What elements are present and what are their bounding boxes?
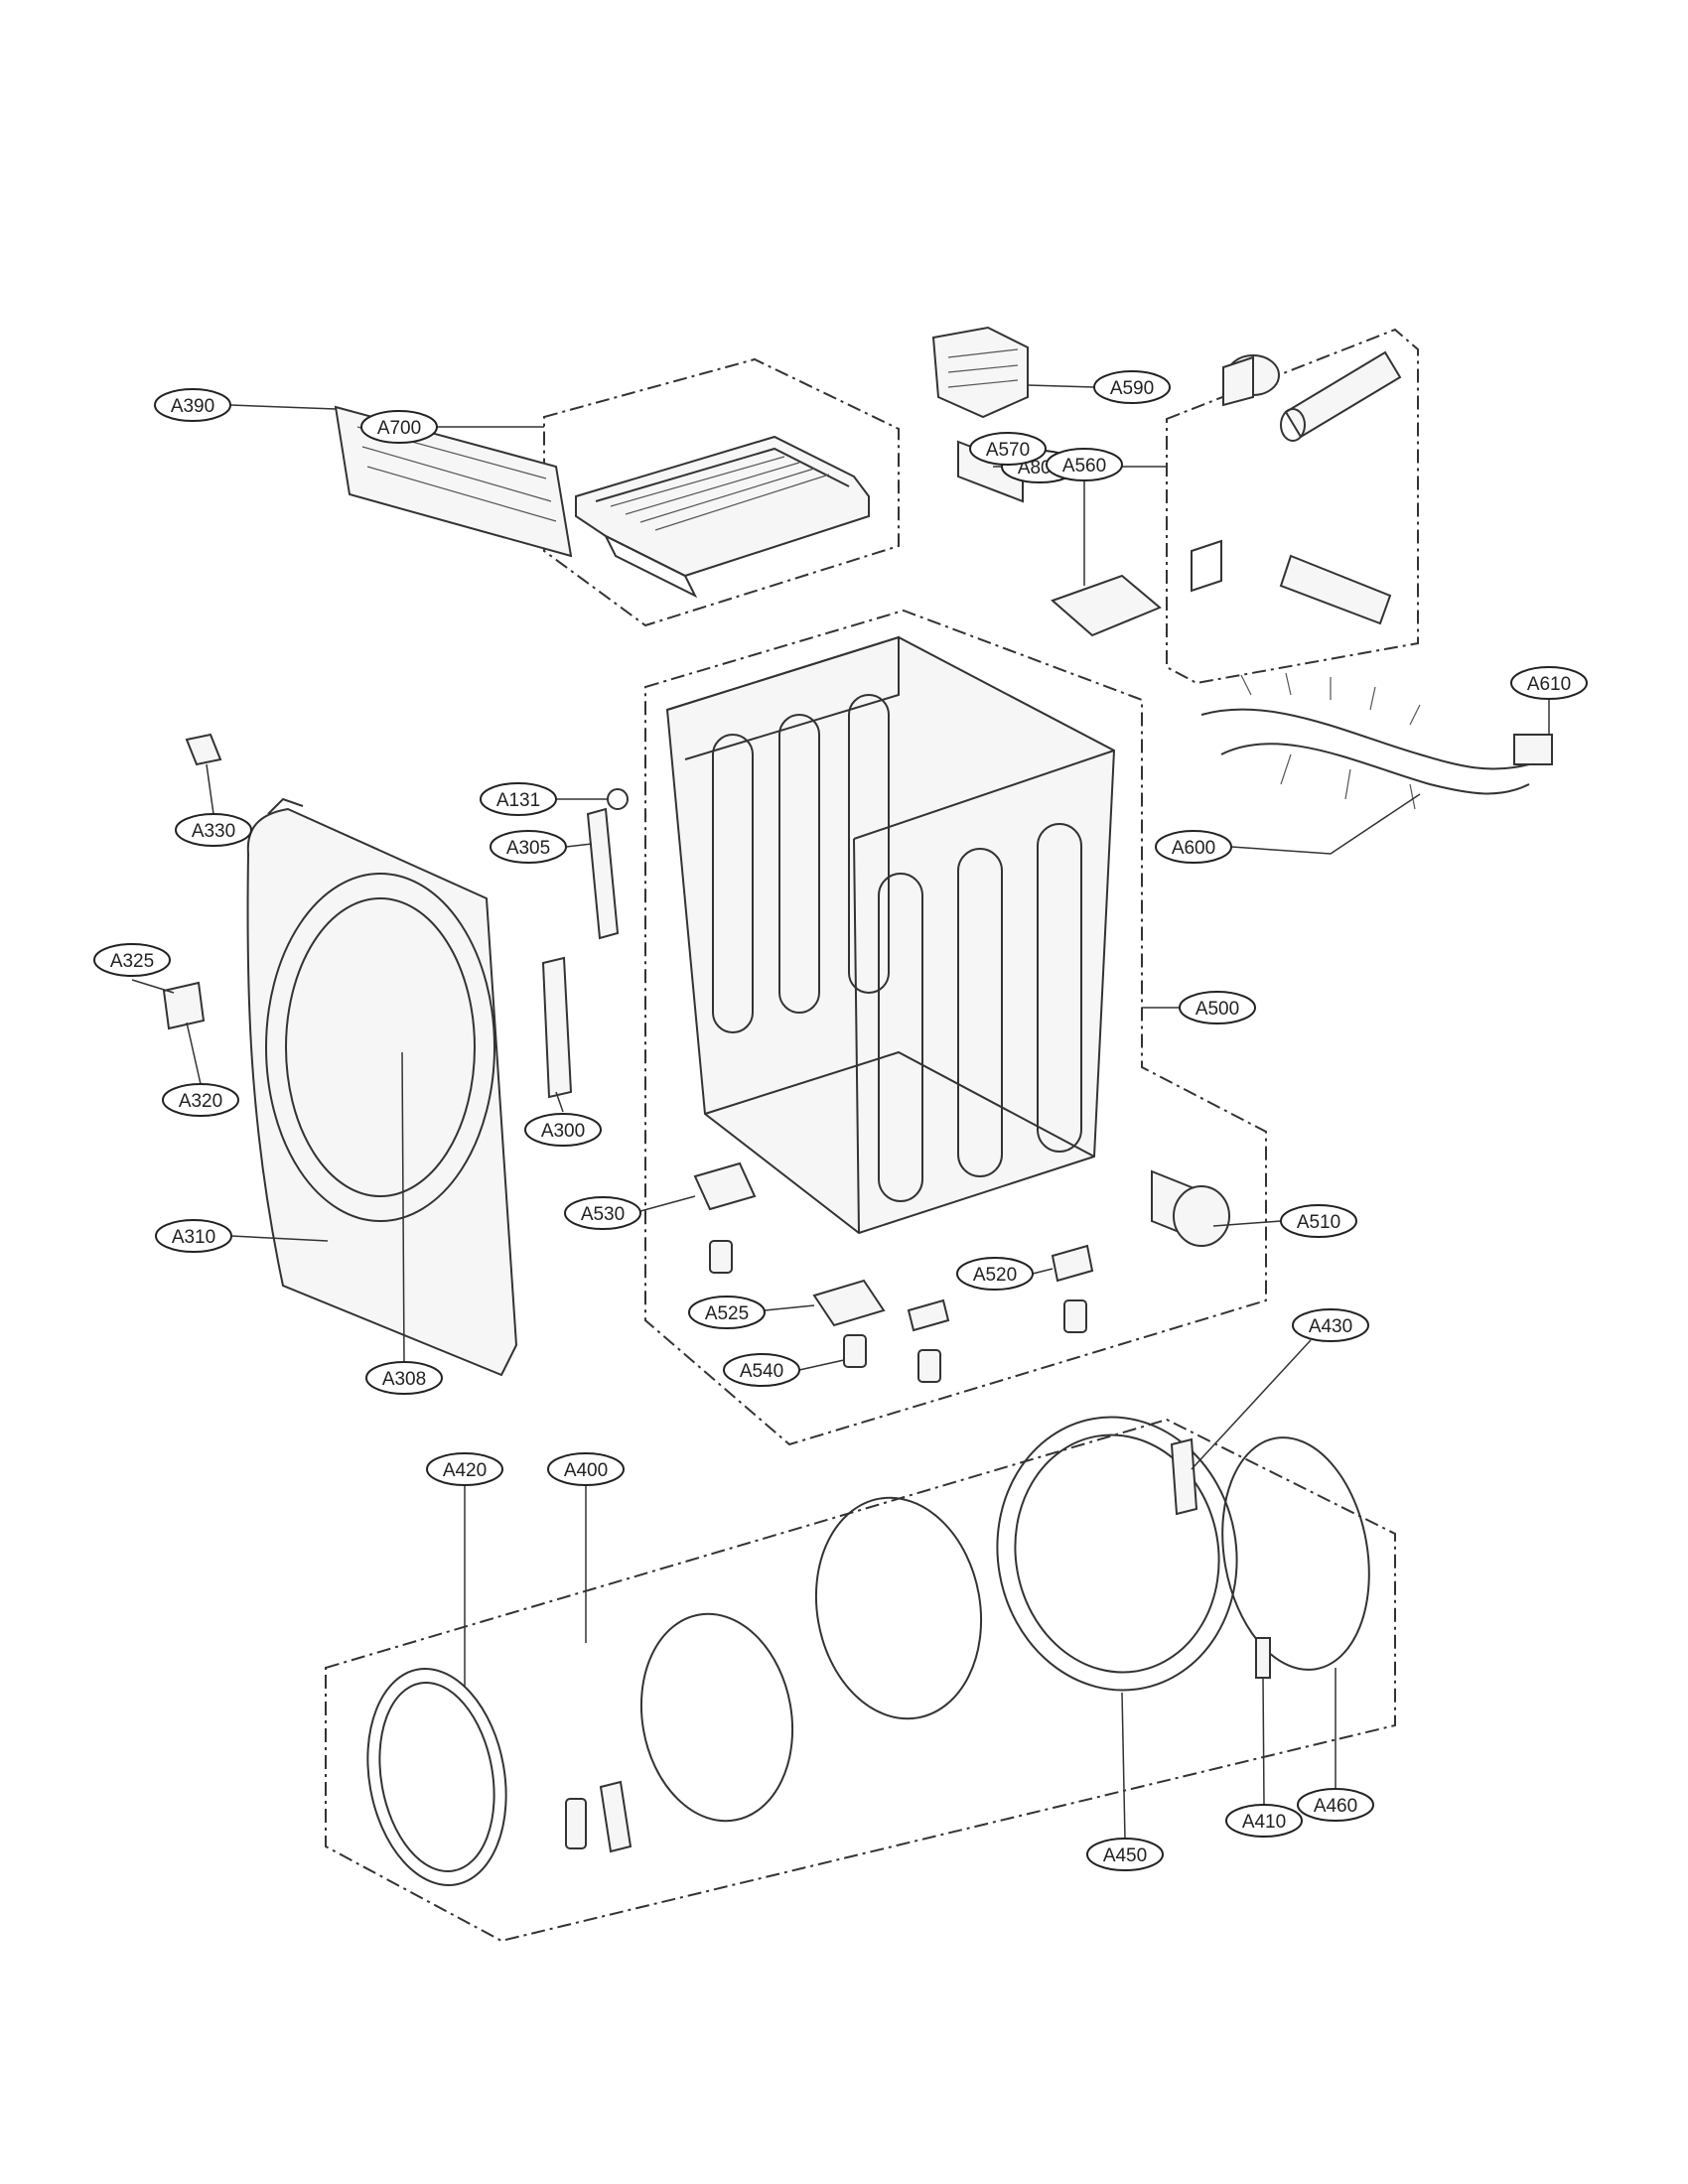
svg-text:A450: A450 (1103, 1845, 1147, 1866)
label-a460: A460 (1297, 1788, 1374, 1822)
label-a520: A520 (956, 1257, 1034, 1291)
part-a320 (162, 981, 206, 1030)
label-a330: A330 (175, 813, 252, 847)
part-a700-tray (575, 435, 870, 599)
part-labels: A700 A590 A800 A390 A570 A560 A610 A330 … (93, 370, 1588, 1871)
label-a525: A525 (688, 1296, 766, 1329)
svg-text:A320: A320 (179, 1091, 222, 1112)
leader-lines (131, 384, 1550, 1841)
part-a510-duct (1151, 1169, 1230, 1247)
part-a330 (185, 733, 222, 766)
boundary-a400 (325, 1418, 1396, 1943)
label-a500: A500 (1179, 991, 1256, 1024)
label-a305: A305 (490, 830, 567, 864)
label-a540: A540 (723, 1353, 800, 1387)
svg-text:A525: A525 (705, 1303, 749, 1324)
part-a560 (1051, 574, 1162, 637)
label-a610: A610 (1510, 666, 1588, 700)
svg-text:A530: A530 (581, 1204, 625, 1225)
label-a320: A320 (162, 1083, 239, 1117)
svg-text:A390: A390 (171, 396, 214, 417)
part-a305 (586, 788, 629, 940)
svg-text:A700: A700 (377, 418, 421, 439)
label-a430: A430 (1292, 1308, 1369, 1342)
part-leveling-feet (693, 1161, 1094, 1383)
svg-text:A540: A540 (740, 1361, 783, 1382)
label-a325: A325 (93, 943, 171, 977)
label-a300: A300 (524, 1113, 602, 1147)
svg-text:A308: A308 (382, 1369, 426, 1390)
svg-text:A520: A520 (973, 1265, 1017, 1286)
svg-text:A460: A460 (1314, 1796, 1357, 1817)
svg-text:A330: A330 (192, 821, 235, 842)
part-a500-cabinet (665, 635, 1116, 1235)
part-a590 (931, 326, 1029, 419)
label-a131: A131 (480, 782, 557, 816)
boundary-a500 (644, 609, 1267, 1446)
label-a420: A420 (426, 1452, 503, 1486)
group-boundaries (325, 328, 1419, 1943)
label-a390: A390 (154, 388, 231, 422)
part-a310-front-panel (246, 797, 518, 1377)
part-a300 (541, 956, 573, 1099)
boundary-a800 (1166, 328, 1419, 685)
label-a590: A590 (1093, 370, 1171, 404)
label-a560: A560 (1046, 448, 1123, 481)
svg-text:A400: A400 (564, 1460, 608, 1481)
svg-text:A590: A590 (1110, 378, 1154, 399)
svg-text:A325: A325 (110, 951, 154, 972)
label-a510: A510 (1280, 1204, 1357, 1238)
part-a400-door (366, 1416, 1370, 1886)
svg-text:A410: A410 (1242, 1812, 1286, 1833)
svg-text:A430: A430 (1309, 1316, 1352, 1337)
svg-text:A131: A131 (496, 790, 540, 811)
svg-text:A510: A510 (1297, 1212, 1340, 1233)
svg-text:A305: A305 (506, 838, 550, 859)
label-a400: A400 (547, 1452, 625, 1486)
part-a600-harness (1200, 672, 1553, 810)
label-a450: A450 (1086, 1838, 1164, 1871)
svg-text:A310: A310 (172, 1227, 215, 1248)
svg-text:A570: A570 (986, 440, 1030, 461)
svg-text:A500: A500 (1196, 999, 1239, 1020)
label-a570: A570 (969, 432, 1047, 466)
label-a600: A600 (1155, 830, 1232, 864)
boundary-a700 (543, 357, 900, 627)
svg-text:A560: A560 (1062, 456, 1106, 477)
part-a800-ducts (1191, 350, 1402, 625)
label-a308: A308 (365, 1361, 443, 1395)
svg-text:A420: A420 (443, 1460, 487, 1481)
svg-text:A610: A610 (1527, 674, 1571, 695)
label-a530: A530 (564, 1196, 641, 1230)
label-a310: A310 (155, 1219, 232, 1253)
label-a700: A700 (360, 410, 438, 444)
svg-text:A600: A600 (1172, 838, 1215, 859)
label-a410: A410 (1225, 1804, 1303, 1838)
svg-text:A300: A300 (541, 1121, 585, 1142)
